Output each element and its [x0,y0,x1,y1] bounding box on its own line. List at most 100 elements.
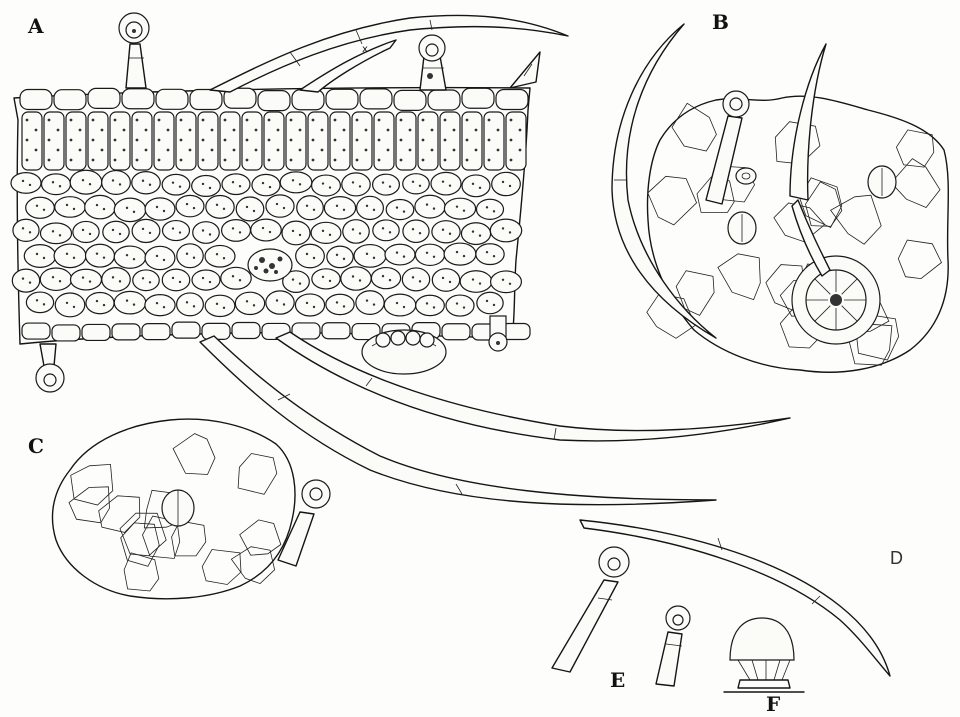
epidermal-cell [20,89,52,109]
chloroplast [313,209,315,211]
chloroplast [79,149,82,152]
chloroplast [26,159,29,162]
chloroplast [246,159,249,162]
mesophyll-cell [114,198,146,221]
epidermal-cell [232,322,260,338]
chloroplast [419,280,421,282]
chloroplast [456,251,458,253]
palisade-cell [132,112,152,170]
chloroplast [79,129,82,132]
chloroplast [142,277,144,279]
chloroplast [59,185,61,187]
chloroplast [472,278,474,280]
mesophyll-cell [177,293,204,316]
mesophyll-cell [312,269,340,289]
mesophyll-cell [26,292,53,313]
chloroplast [255,129,258,132]
mesophyll-cell [476,244,504,265]
chloroplast [277,129,280,132]
chloroplast [43,209,45,211]
chloroplast [126,254,128,256]
mesophyll-cell [71,269,102,290]
chloroplast [276,299,278,301]
mesophyll-cell [432,269,459,292]
mesophyll-cell [491,271,522,293]
mesophyll-cell [460,271,492,293]
chloroplast [426,203,428,205]
chloroplast [123,129,126,132]
chloroplast [431,129,434,132]
mesophyll-cell [13,219,39,241]
chloroplast [57,149,60,152]
chloroplast [29,184,31,186]
chloroplast [510,159,513,162]
chloroplast [158,139,161,142]
chloroplast [92,159,95,162]
chloroplast [463,209,465,211]
chloroplast [96,252,98,254]
chloroplast [387,129,390,132]
surface-cell [238,454,277,495]
chloroplast [502,279,504,281]
palisade-cell [198,112,218,170]
chloroplast [396,251,398,253]
chloroplast [400,159,403,162]
chloroplast [29,231,31,233]
chloroplast [73,306,75,308]
mesophyll-cell [266,195,294,217]
surface-cell [173,434,215,475]
mesophyll-cell [403,174,430,194]
mesophyll-cell [221,267,251,289]
chloroplast [209,233,211,235]
mesophyll-cell [177,244,203,268]
chloroplast [223,307,225,309]
chloroplast [112,179,114,181]
chloroplast [336,254,338,256]
palisade-cell [484,112,504,170]
chloroplast [472,183,474,185]
chloroplast [29,281,31,283]
palisade-cell [242,112,262,170]
mesophyll-cell [476,199,503,219]
chloroplast [233,149,236,152]
mesophyll-cell [205,295,235,316]
chloroplast [396,302,398,304]
chloroplast [172,277,174,279]
mesophyll-cell [251,219,282,241]
mesophyll-cell [461,223,490,245]
chloroplast [366,205,368,207]
chloroplast [189,129,192,132]
chloroplast [463,255,465,257]
chloroplast [22,277,24,279]
chloroplast [453,129,456,132]
chloroplast [43,257,45,259]
chloroplast [510,119,513,122]
chloroplast [356,159,359,162]
mesophyll-cell [70,170,102,194]
glandular-hair-bottom-left [36,344,64,392]
epidermal-cell [496,89,528,109]
chloroplast [96,204,98,206]
chloroplast [253,304,255,306]
mesophyll-cell [54,244,86,268]
chloroplast [158,159,161,162]
chloroplast [52,230,54,232]
chloroplast [352,228,354,230]
palisade-cell [396,112,416,170]
mesophyll-cell [357,196,384,219]
mesophyll-cell [297,196,324,220]
palisade-cell [66,112,86,170]
chloroplast [463,306,465,308]
mesophyll-cell [386,200,414,220]
panel-label-b: B [712,10,729,34]
surface-cell [99,496,140,533]
mesophyll-cell [133,270,160,291]
glandular-hair-top-left [119,13,149,88]
chloroplast [268,119,271,122]
chloroplast [232,227,234,229]
chloroplast [253,210,255,212]
chloroplast [216,204,218,206]
panel-b-surface-view [612,24,948,372]
chloroplast [22,180,24,182]
